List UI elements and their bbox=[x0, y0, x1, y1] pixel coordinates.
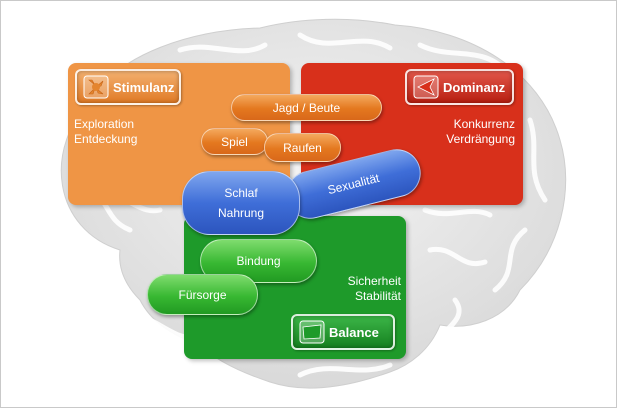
pill-schlaf-label: Schlaf bbox=[224, 186, 258, 200]
balance-badge-label: Balance bbox=[329, 324, 379, 340]
pill-sexualitaet-label: Sexualität bbox=[326, 170, 381, 198]
pill-schlaf-nahrung: Schlaf Nahrung bbox=[182, 171, 300, 235]
pill-raufen: Raufen bbox=[264, 133, 341, 162]
stimulanz-description: Exploration Entdeckung bbox=[74, 117, 137, 147]
balance-icon bbox=[299, 320, 325, 344]
stimulanz-badge-label: Stimulanz bbox=[113, 79, 175, 95]
balance-badge: Balance bbox=[291, 314, 395, 350]
stimulanz-line1: Exploration bbox=[74, 117, 135, 131]
balance-line2: Stabilität bbox=[354, 289, 401, 303]
dominanz-line1: Konkurrenz bbox=[453, 117, 515, 131]
pill-bindung-label: Bindung bbox=[236, 254, 281, 268]
stimulanz-badge: Stimulanz bbox=[75, 69, 181, 105]
balance-description: Sicherheit Stabilität bbox=[290, 274, 401, 304]
stimulanz-line2: Entdeckung bbox=[74, 132, 138, 146]
pill-fuersorge-label: Fürsorge bbox=[178, 287, 227, 302]
dominanz-line2: Verdrängung bbox=[446, 132, 515, 146]
pill-spiel-label: Spiel bbox=[221, 134, 248, 149]
dominanz-badge: Dominanz bbox=[405, 69, 514, 105]
pill-nahrung-label: Nahrung bbox=[217, 206, 265, 220]
balance-line1: Sicherheit bbox=[347, 274, 401, 288]
pill-raufen-label: Raufen bbox=[283, 140, 322, 155]
dominanz-badge-label: Dominanz bbox=[443, 79, 506, 95]
pill-jagd-beute: Jagd / Beute bbox=[231, 94, 382, 121]
pill-spiel: Spiel bbox=[201, 128, 268, 155]
stimulanz-icon bbox=[83, 75, 109, 99]
dominanz-description: Konkurrenz Verdrängung bbox=[404, 117, 515, 147]
pill-jagd-beute-label: Jagd / Beute bbox=[272, 100, 341, 115]
dominanz-icon bbox=[413, 75, 439, 99]
pill-fuersorge: Fürsorge bbox=[147, 274, 258, 315]
